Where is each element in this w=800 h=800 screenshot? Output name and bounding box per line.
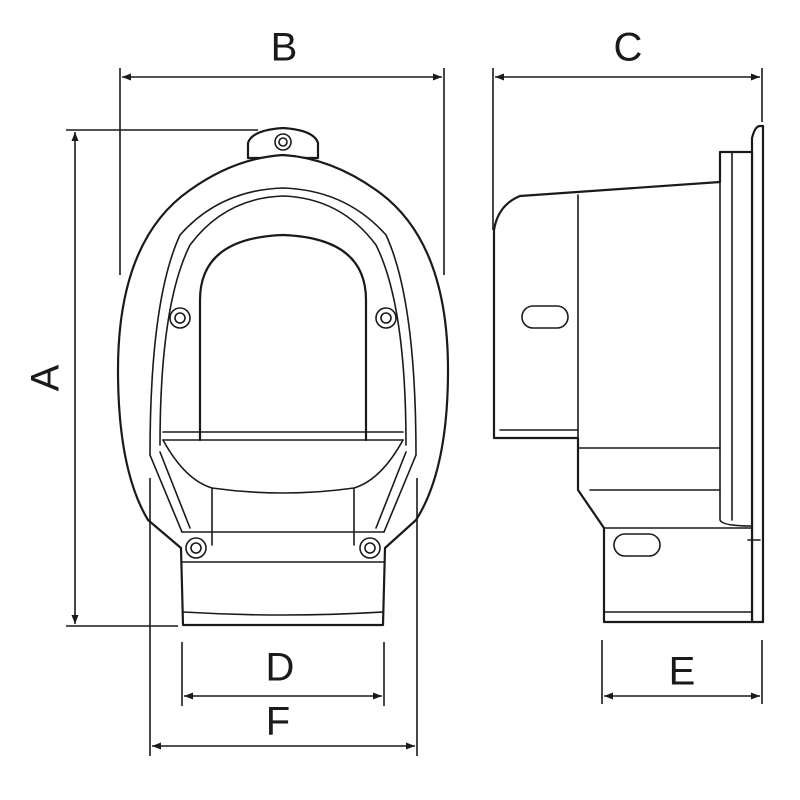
tab-screw-hole	[274, 133, 292, 151]
inner-opening	[198, 233, 368, 442]
front-view	[116, 126, 450, 627]
dimension-label-E: E	[669, 650, 696, 694]
mounting-tab	[246, 126, 320, 160]
screw-lower-right	[359, 537, 381, 559]
outer-shell	[116, 153, 450, 627]
dimension-E: E	[601, 640, 763, 704]
side-slot-upper	[521, 305, 569, 329]
side-body	[492, 150, 754, 624]
dimension-label-C: C	[614, 26, 643, 70]
dimension-label-D: D	[266, 646, 295, 690]
dimension-label-A: A	[24, 364, 68, 391]
inner-rim	[149, 187, 417, 456]
dimension-B: B	[119, 26, 445, 275]
lower-funnel	[162, 439, 404, 494]
dimension-F: F	[149, 478, 418, 756]
side-slot-lower	[613, 533, 661, 557]
dimension-label-F: F	[266, 700, 290, 744]
dimension-D: D	[181, 642, 385, 706]
screw-lower-left	[185, 537, 207, 559]
dimension-C: C	[492, 26, 763, 230]
side-view	[492, 124, 765, 624]
screw-upper-right	[375, 307, 397, 329]
dimension-A: A	[24, 129, 258, 627]
screw-upper-left	[169, 307, 191, 329]
dimension-label-B: B	[271, 26, 298, 70]
wall-plate	[750, 124, 765, 624]
